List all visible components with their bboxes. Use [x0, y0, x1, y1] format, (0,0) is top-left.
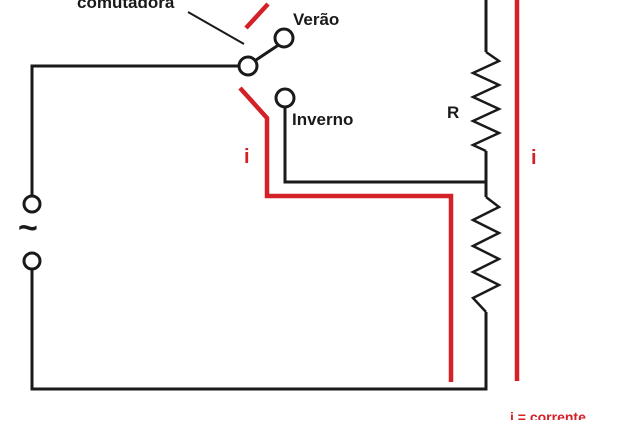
current-paths — [238, 0, 520, 382]
winter-label: Inverno — [292, 110, 353, 129]
current-legend: i = corrente — [510, 409, 586, 420]
winter-terminal — [274, 87, 296, 109]
summer-terminal — [273, 27, 295, 49]
current-label-left: i — [244, 146, 250, 168]
wire-source-to-switch — [30, 64, 239, 197]
resistor-lower-icon — [470, 196, 502, 313]
current-path-winter — [238, 86, 454, 382]
wire-winter-terminal — [283, 108, 486, 184]
wire-source-to-bottom — [30, 270, 488, 391]
switch-label-pointer — [187, 11, 245, 45]
switch-lever — [255, 42, 281, 62]
resistor-icon — [470, 50, 502, 153]
ac-source-symbol: ~ — [18, 209, 38, 247]
current-arrow-summer — [244, 2, 270, 30]
source-terminal-top — [22, 194, 42, 214]
circuit-wires — [30, 0, 488, 391]
switch-label: comutadora — [77, 0, 175, 12]
source-terminal-bottom — [22, 251, 42, 271]
summer-label: Verão — [293, 10, 339, 29]
resistor-label: R — [447, 103, 459, 122]
ac-source-icon — [22, 194, 42, 271]
switch-icon — [237, 27, 296, 109]
switch-common-terminal — [237, 55, 259, 77]
current-label-right: i — [531, 147, 537, 169]
